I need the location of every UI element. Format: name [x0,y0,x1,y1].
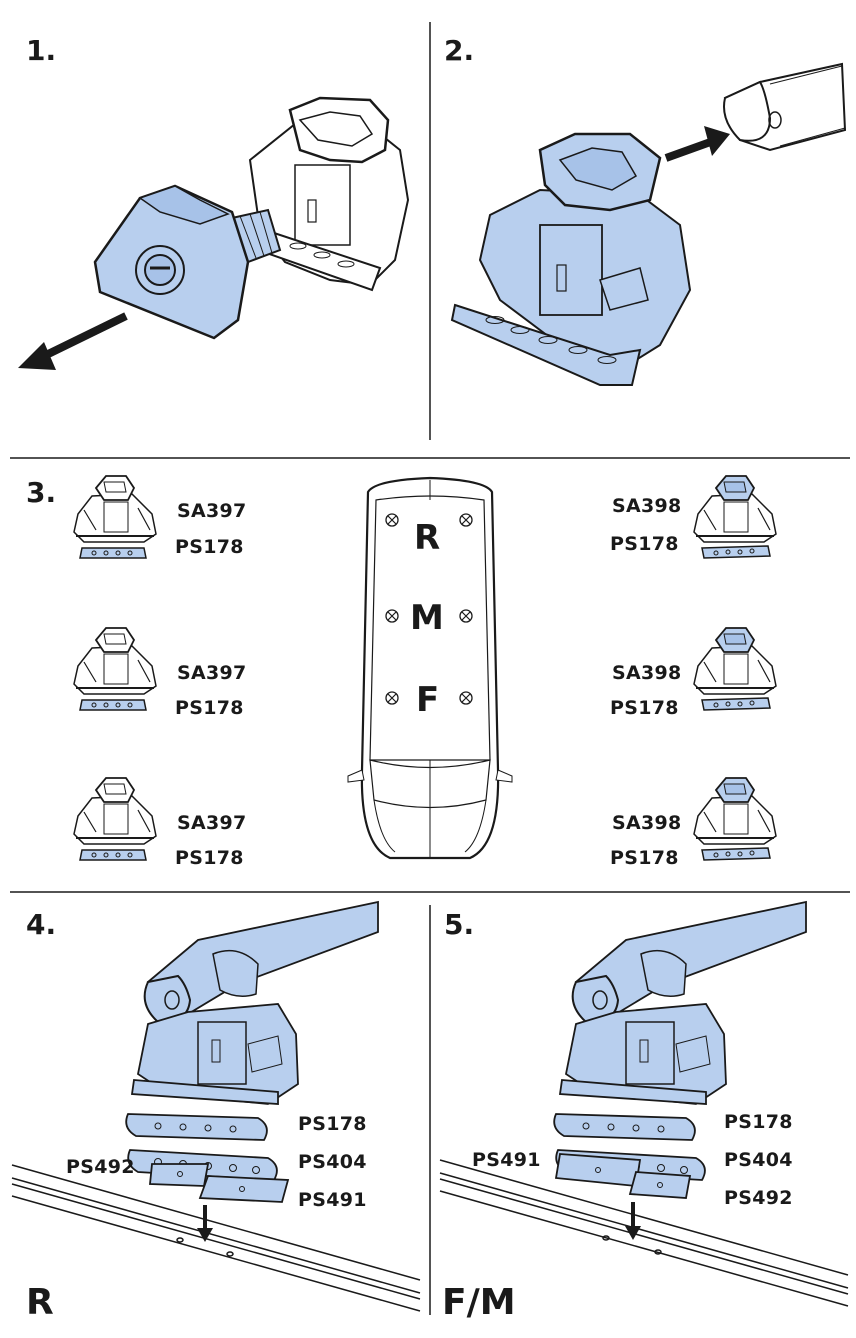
part-label-ps178: PS178 [175,697,244,719]
vehicle-position-middle: M [410,598,444,638]
part-label-ps492: PS492 [66,1156,135,1178]
spacer-right-icon [198,1175,290,1203]
vehicle-position-front: F [416,680,440,720]
part-label-ps492: PS492 [724,1187,793,1209]
part-label-ps178: PS178 [610,533,679,555]
part-label-sa398: SA398 [612,662,682,684]
part-label-ps178: PS178 [298,1113,367,1135]
part-label-ps178: PS178 [610,697,679,719]
position-front-middle-label: F/M [442,1282,516,1323]
step-3-number: 3. [26,476,57,509]
part-label-ps491: PS491 [298,1189,367,1211]
part-label-ps404: PS404 [298,1151,367,1173]
part-label-sa398: SA398 [612,812,682,834]
step-4-number: 4. [26,908,57,941]
roof-rail-icon [439,1159,849,1307]
step-1-number: 1. [26,34,57,67]
roof-rail-icon [11,1164,421,1312]
part-label-ps491: PS491 [472,1149,541,1171]
vehicle-top-view-icon [347,476,513,860]
part-label-ps178: PS178 [610,847,679,869]
part-label-ps178: PS178 [175,536,244,558]
part-label-ps404: PS404 [724,1149,793,1171]
part-label-sa397: SA397 [177,812,247,834]
spacer-left-icon [149,1163,210,1187]
spacer-left-icon [554,1153,642,1187]
spacer-right-icon [628,1171,692,1199]
part-label-sa398: SA398 [612,495,682,517]
vehicle-position-rear: R [414,518,441,558]
step-5-number: 5. [444,908,475,941]
part-label-ps178: PS178 [724,1111,793,1133]
part-label-sa397: SA397 [177,662,247,684]
step-2-number: 2. [444,34,475,67]
part-label-sa397: SA397 [177,500,247,522]
part-label-ps178: PS178 [175,847,244,869]
position-rear-label: R [26,1282,54,1323]
